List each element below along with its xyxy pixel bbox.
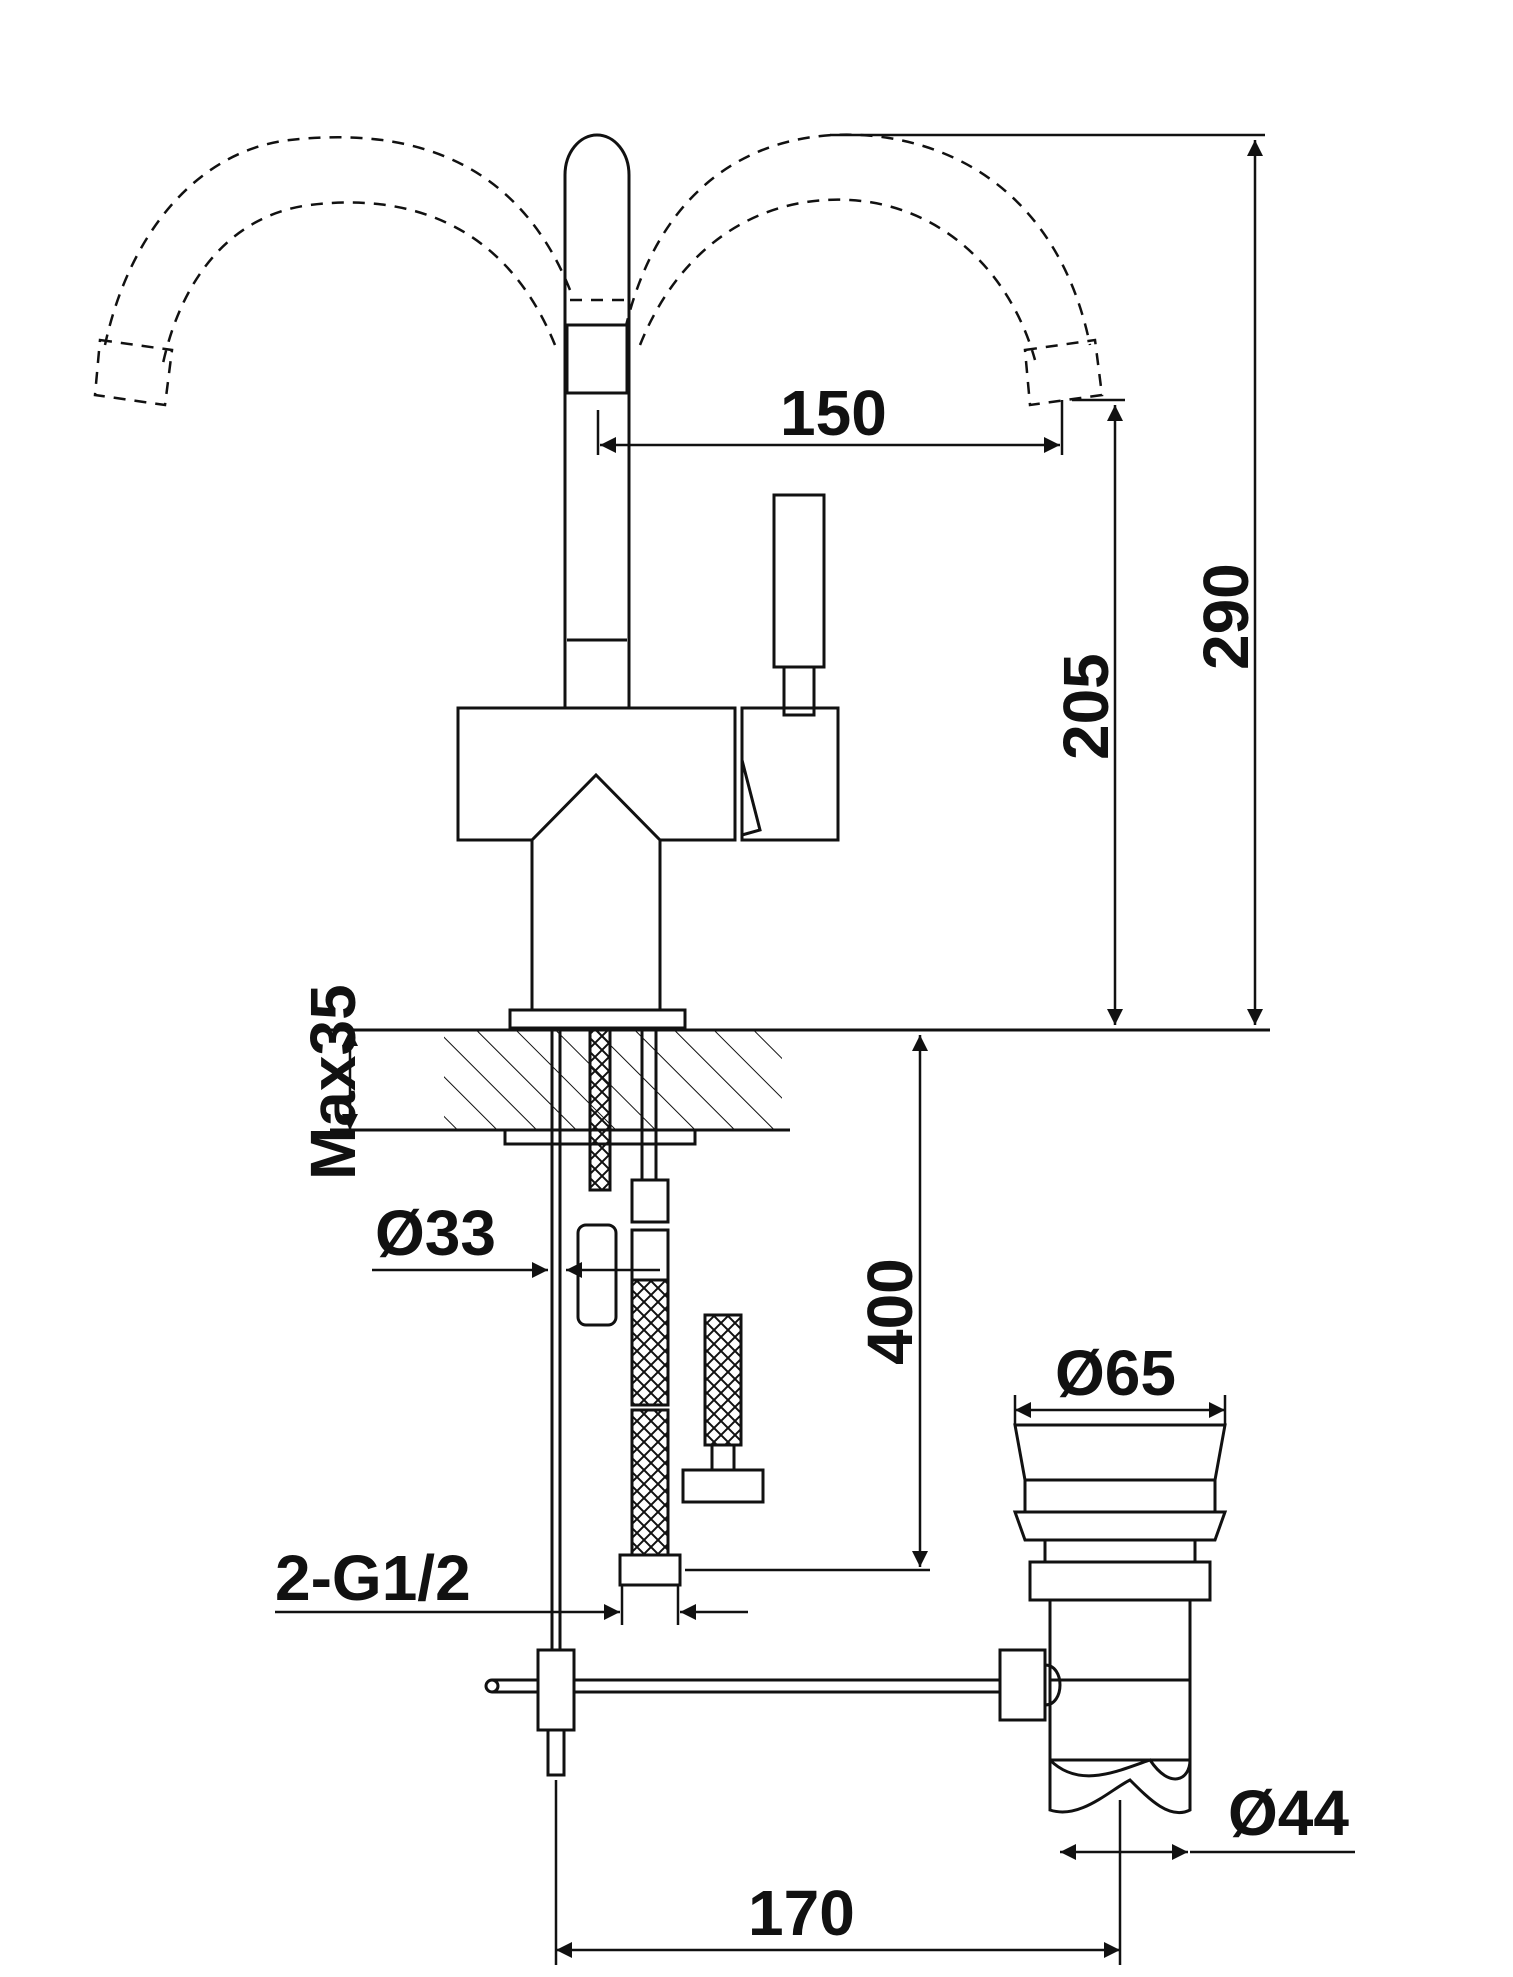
- waste-assembly: [998, 1423, 1228, 1815]
- faucet-handle: [740, 493, 840, 842]
- dim-spout-outlet-height: 205: [1050, 653, 1122, 760]
- dim-hose-connection: 2-G1/2: [275, 1542, 471, 1614]
- hose-cold: [588, 1028, 612, 1192]
- dim-spout-reach: 150: [780, 377, 887, 449]
- dim-mounting-hole: Ø33: [375, 1197, 496, 1269]
- dim-waste-body: Ø44: [1228, 1777, 1349, 1849]
- dim-hose-length: 400: [854, 1258, 926, 1365]
- faucet-spout: [563, 133, 631, 715]
- dim-waste-offset: 170: [748, 1877, 855, 1949]
- hose-hot: [618, 1030, 765, 1587]
- spout-swing-outline: [93, 133, 1104, 407]
- dim-waste-flange: Ø65: [1055, 1337, 1176, 1409]
- deck-section: [330, 1028, 1270, 1146]
- dim-overall-height: 290: [1190, 563, 1262, 670]
- dim-max-deck-thickness: Max35: [297, 984, 369, 1180]
- popup-rod: [484, 1648, 1010, 1777]
- faucet-body: [456, 706, 737, 1030]
